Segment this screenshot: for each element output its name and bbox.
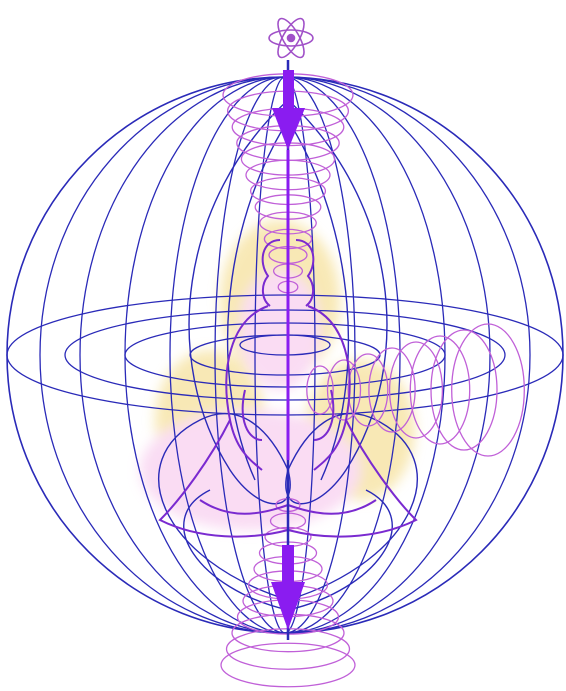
down-arrow-icon	[272, 70, 305, 150]
vortex-ring	[220, 642, 356, 688]
parallel-line	[64, 309, 506, 401]
parallel-line	[124, 322, 446, 388]
torus-field-lines	[158, 99, 418, 611]
vortex-ring	[326, 359, 362, 421]
vortex-ring	[430, 329, 498, 451]
vortex-ring	[451, 323, 525, 457]
down-arrow-icon	[271, 545, 305, 630]
vortex-ring	[347, 353, 389, 427]
vortex-ring	[388, 341, 444, 439]
vortex-ring	[368, 347, 416, 433]
vortex-ring	[409, 335, 471, 445]
parallel-line	[239, 334, 331, 356]
vortex-ring	[306, 365, 334, 415]
atom-icon	[268, 17, 314, 59]
